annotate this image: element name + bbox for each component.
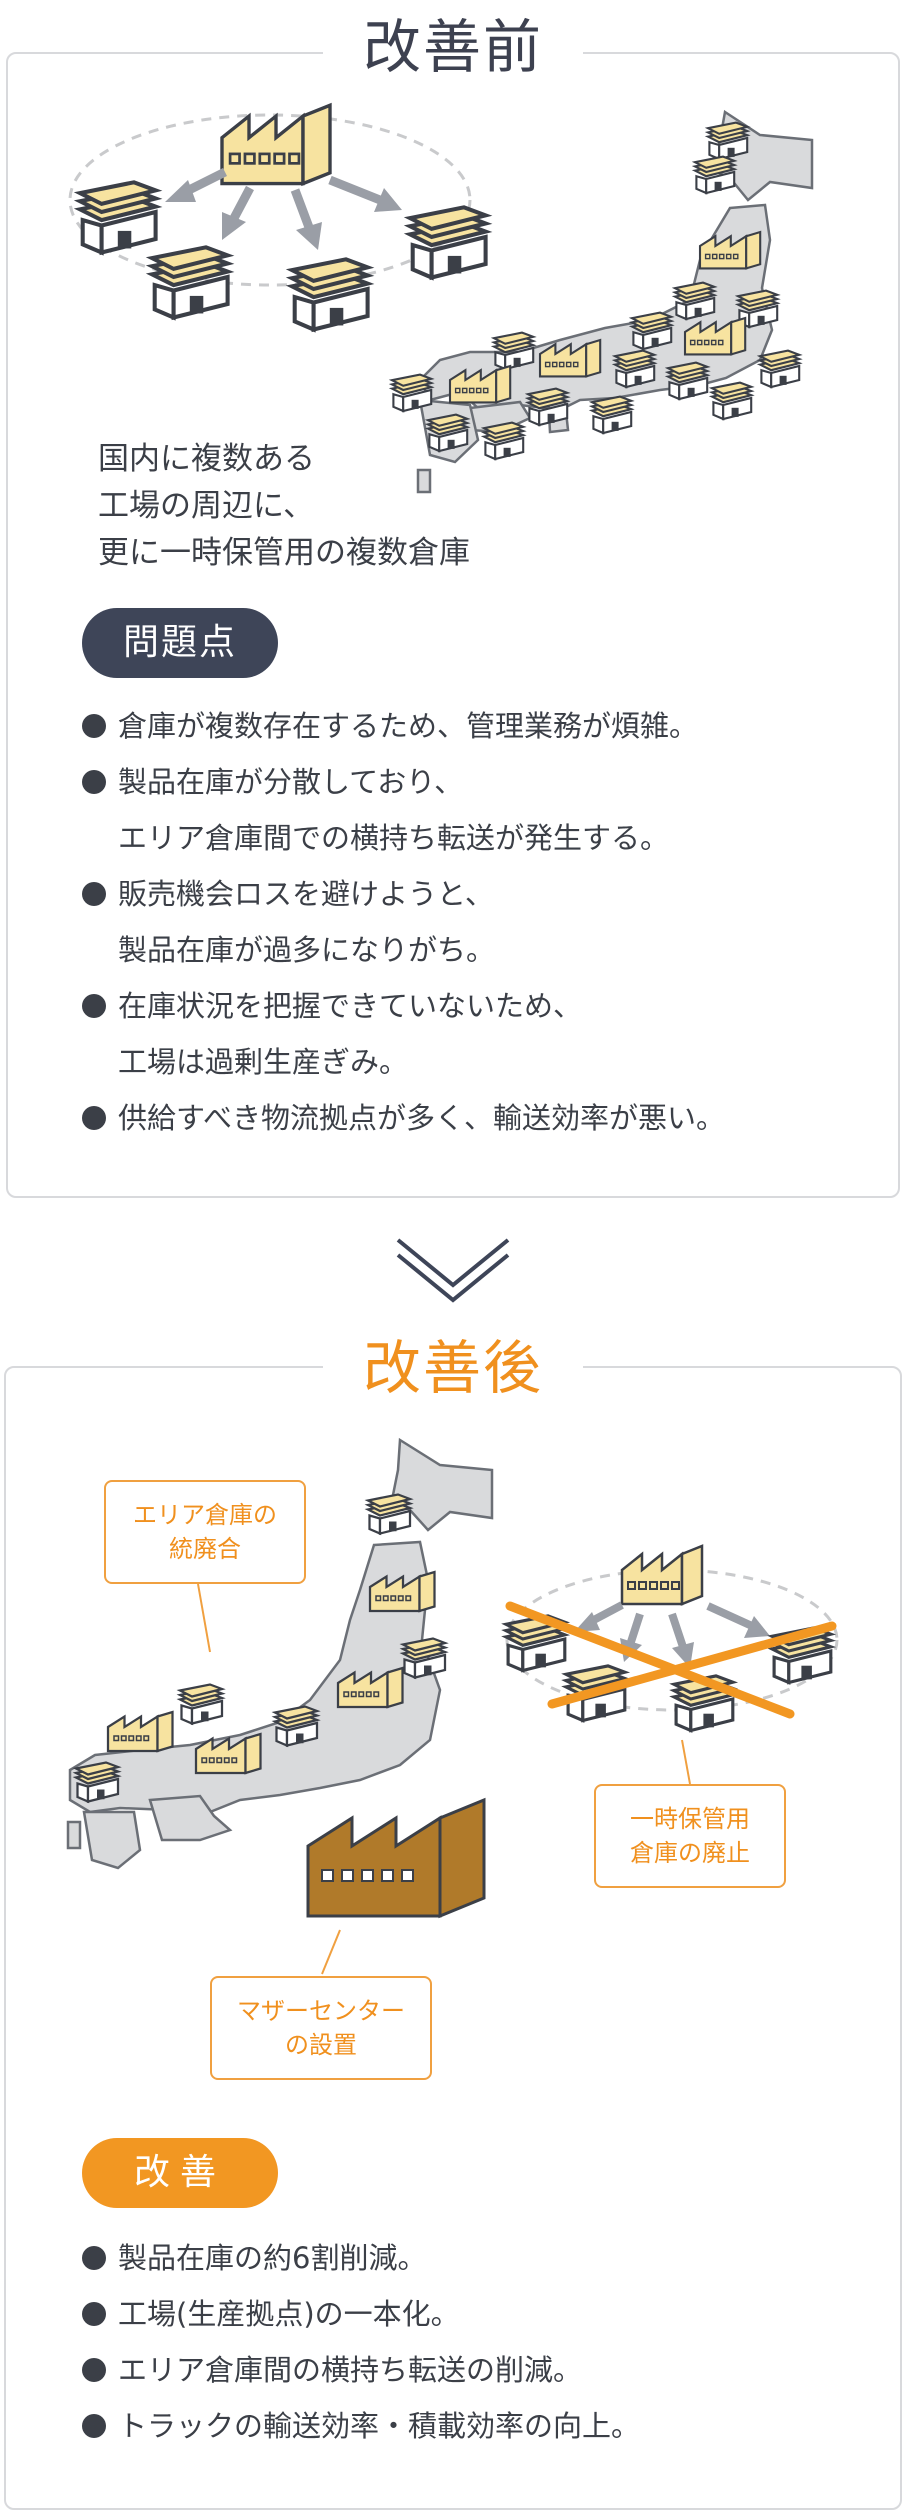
list-item: トラックの輸送効率・積載効率の向上。 (82, 2398, 640, 2454)
problem-label: 問題点 (82, 608, 278, 678)
list-item-continuation: 工場は過剰生産ぎみ。 (118, 1045, 409, 1079)
japan-map-after (66, 1437, 494, 1870)
warehouse-icon (366, 1493, 412, 1535)
factory-icon (106, 1710, 174, 1753)
after-title: 改善後 (0, 1333, 906, 1403)
list-item-continuation: エリア倉庫間での横持ち転送が発生する。 (118, 821, 670, 855)
callout-temp-warehouse-removal: 一時保管用 倉庫の廃止 (594, 1784, 786, 1888)
list-item: 在庫状況を把握できていないため、 (82, 978, 725, 1034)
list-item: 販売機会ロスを避けようと、 (82, 866, 725, 922)
mother-center-factory-icon (306, 1797, 486, 1919)
factory-icon (220, 102, 332, 187)
bullet-icon (82, 2358, 106, 2382)
warehouse-icon (178, 1683, 224, 1725)
callout-mother-center: マザーセンター の設置 (210, 1976, 432, 2080)
list-item: 製品在庫の約6割削減。 (82, 2230, 640, 2286)
arrow-icon (165, 167, 402, 250)
list-item: エリア倉庫間の横持ち転送の削減。 (82, 2342, 640, 2398)
list-item: 供給すべき物流拠点が多く、輸送効率が悪い。 (82, 1090, 725, 1146)
before-description: 国内に複数ある 工場の周辺に、 更に一時保管用の複数倉庫 (98, 441, 470, 571)
list-item-continuation: 製品在庫が過多になりがち。 (118, 933, 496, 967)
bullet-icon (82, 2414, 106, 2438)
bullet-icon (82, 2302, 106, 2326)
list-item: 工場(生産拠点)の一本化。 (82, 2286, 640, 2342)
improve-label: 改善 (82, 2138, 278, 2208)
improvement-list: 製品在庫の約6割削減。 工場(生産拠点)の一本化。 エリア倉庫間の横持ち転送の削… (82, 2230, 640, 2454)
bullet-icon (82, 2246, 106, 2270)
bullet-icon (82, 994, 106, 1018)
callout-consolidation: エリア倉庫の 統廃合 (104, 1480, 306, 1584)
factory-icon (194, 1732, 262, 1775)
list-item: 製品在庫が分散しており、 (82, 754, 725, 810)
bullet-icon (82, 714, 106, 738)
factory-icon (620, 1544, 704, 1606)
list-item: 倉庫が複数存在するため、管理業務が煩雑。 (82, 698, 725, 754)
distribution-area-ellipse (68, 113, 472, 287)
bullet-icon (82, 1106, 106, 1130)
problem-list: 倉庫が複数存在するため、管理業務が煩雑。 製品在庫が分散しており、 エリア倉庫間… (82, 698, 725, 1146)
before-title: 改善前 (0, 12, 906, 82)
chevron-down-icon (396, 1238, 510, 1288)
cross-out-icon (505, 1601, 837, 1719)
bullet-icon (82, 882, 106, 906)
bullet-icon (82, 770, 106, 794)
